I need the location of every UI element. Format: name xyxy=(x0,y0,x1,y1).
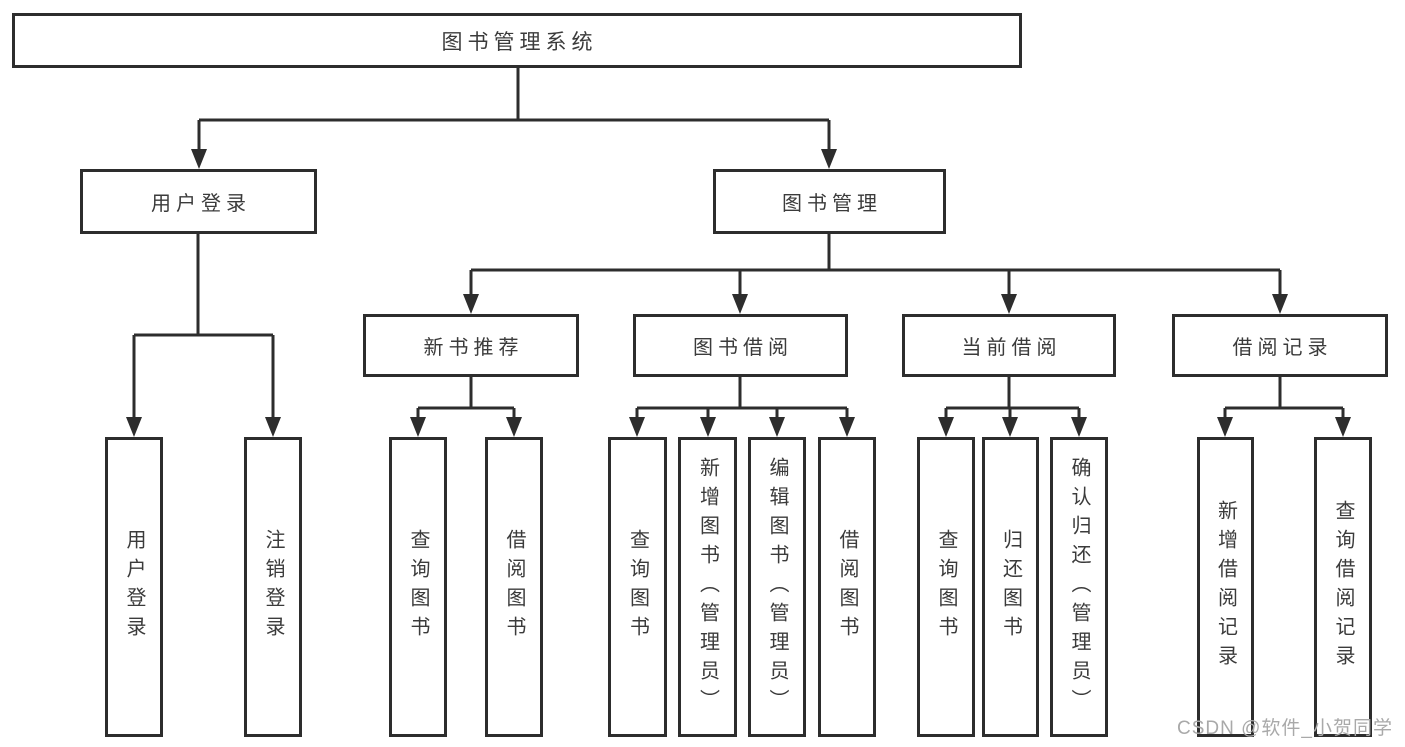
node-label: 借阅记录 xyxy=(1232,337,1333,359)
node-book-management: 图书管理 xyxy=(713,169,946,234)
csdn-watermark: CSDN @软件_小贺同学 xyxy=(1177,718,1393,739)
leaf-borrowing-query-book: 查询图书 xyxy=(608,437,667,737)
leaf-logout: 注销登录 xyxy=(244,437,302,737)
node-label: 查询图书 xyxy=(626,529,649,645)
node-label: 确认归还（管理员） xyxy=(1068,456,1090,718)
leaf-current-query-book: 查询图书 xyxy=(917,437,975,737)
leaf-recommend-query-book: 查询图书 xyxy=(389,437,447,737)
node-label: 用户登录 xyxy=(123,529,145,645)
node-borrowing-records: 借阅记录 xyxy=(1172,314,1388,377)
node-label: 归还图书 xyxy=(999,529,1022,645)
node-label: 图书借阅 xyxy=(693,337,793,359)
node-label: 新增图书（管理员） xyxy=(696,456,719,718)
node-label: 图书管理 xyxy=(782,193,882,215)
leaf-records-query-record: 查询借阅记录 xyxy=(1314,437,1372,737)
arrowhead-icons xyxy=(126,149,1351,437)
node-label: 编辑图书（管理员） xyxy=(766,456,788,718)
leaf-current-confirm-return-admin: 确认归还（管理员） xyxy=(1050,437,1108,737)
node-label: 用户登录 xyxy=(151,193,251,215)
leaf-recommend-borrow-book: 借阅图书 xyxy=(485,437,543,737)
node-new-book-recommendation: 新书推荐 xyxy=(363,314,579,377)
node-label: 查询借阅记录 xyxy=(1332,500,1354,674)
leaf-borrowing-borrow-book: 借阅图书 xyxy=(818,437,876,737)
node-label: 新书推荐 xyxy=(423,337,524,359)
leaf-current-return-book: 归还图书 xyxy=(982,437,1039,737)
node-label: 图书管理系统 xyxy=(441,30,598,54)
node-label: 当前借阅 xyxy=(961,337,1062,359)
node-label: 查询图书 xyxy=(407,529,429,645)
node-library-system: 图书管理系统 xyxy=(12,13,1022,68)
node-book-borrowing: 图书借阅 xyxy=(633,314,848,377)
node-label: 新增借阅记录 xyxy=(1214,500,1237,674)
node-user-login: 用户登录 xyxy=(80,169,317,234)
leaf-records-add-record: 新增借阅记录 xyxy=(1197,437,1254,737)
node-label: 借阅图书 xyxy=(503,529,525,645)
node-label: 注销登录 xyxy=(262,529,284,645)
node-current-borrowing: 当前借阅 xyxy=(902,314,1116,377)
leaf-borrowing-add-book-admin: 新增图书（管理员） xyxy=(678,437,737,737)
node-label: 查询图书 xyxy=(935,529,957,645)
leaf-user-login: 用户登录 xyxy=(105,437,163,737)
leaf-borrowing-edit-book-admin: 编辑图书（管理员） xyxy=(748,437,806,737)
node-label: 借阅图书 xyxy=(836,529,858,645)
